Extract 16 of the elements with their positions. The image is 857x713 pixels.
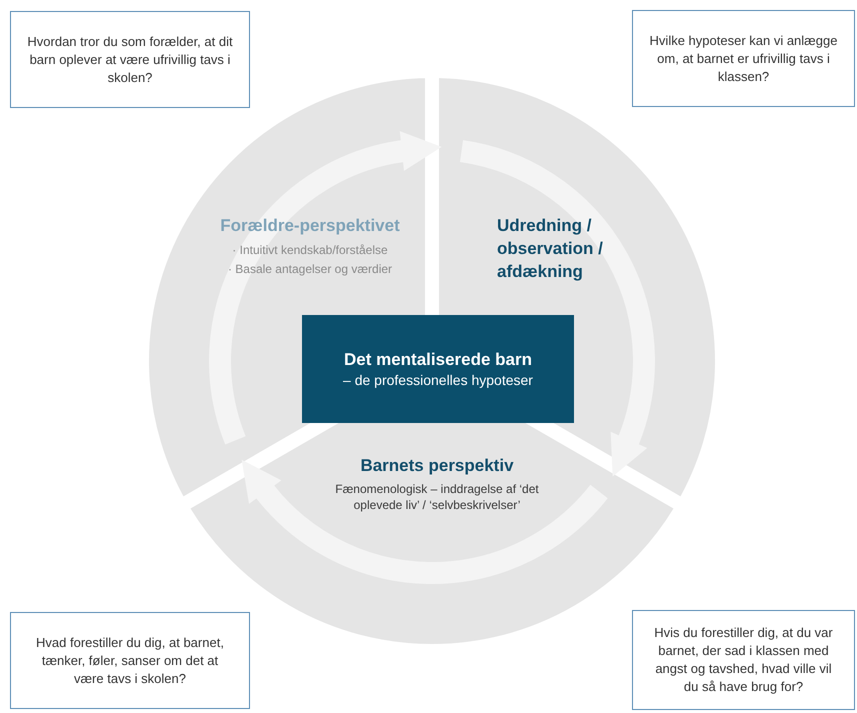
cycle-arrow bbox=[240, 460, 608, 584]
sector-text: · Basale antagelser og værdier bbox=[226, 261, 394, 278]
sector-text: · Intuitivt kendskab/forståelse bbox=[231, 242, 389, 259]
question-box: Hvordan tror du som forælder, at dit barn oplever at være ufrivillig tavs i skolen? bbox=[10, 11, 250, 108]
question-box: Hvilke hypoteser kan vi anlægge om, at barnet er ufrivillig tavs i klassen? bbox=[632, 10, 855, 107]
sector-heading: Barnets perspektiv bbox=[359, 455, 515, 477]
sector-text: Fænomenologisk – inddragelse af ‘det oplevede liv’ / ‘selvbeskrivelser’ bbox=[334, 481, 540, 513]
cycle-arrow bbox=[209, 132, 442, 444]
sector-heading: Forældre-perspektivet bbox=[219, 215, 401, 237]
center-subtitle: – de professionelles hypoteser bbox=[343, 371, 533, 389]
cycle-arrow bbox=[459, 140, 655, 478]
center-box bbox=[302, 315, 574, 423]
question-box: Hvad forestiller du dig, at barnet, tænker, føler, sanser om det at være tavs i skolen? bbox=[10, 612, 250, 709]
sector-heading: Udredning / observation / afdækning bbox=[497, 215, 604, 283]
question-box: Hvis du forestiller dig, at du var barnet, der sad i klassen med angst og tavshed, hvad ville vil du så have brug for? bbox=[632, 610, 855, 710]
center-title: Det mentaliserede barn bbox=[344, 349, 532, 371]
